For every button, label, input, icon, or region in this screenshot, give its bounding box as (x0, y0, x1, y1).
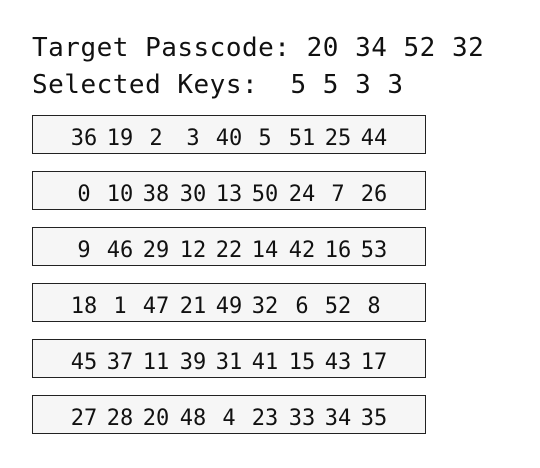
key[interactable]: 29 (142, 238, 170, 263)
key[interactable]: 32 (251, 294, 279, 319)
key[interactable]: 47 (142, 294, 170, 319)
key[interactable]: 18 (70, 294, 98, 319)
key[interactable]: 5 (258, 126, 272, 151)
key[interactable]: 35 (360, 406, 388, 431)
key[interactable]: 49 (215, 294, 243, 319)
selected-keys-values: 5 5 3 3 (290, 70, 404, 100)
selected-keys-label: Selected Keys: (32, 70, 259, 100)
key[interactable]: 17 (360, 350, 388, 375)
key[interactable]: 6 (295, 294, 309, 319)
key[interactable]: 1 (113, 294, 127, 319)
key[interactable]: 25 (324, 126, 352, 151)
key-panel-6[interactable]: 27 28 20 48 4 23 33 34 35 (32, 395, 426, 434)
key[interactable]: 43 (324, 350, 352, 375)
key[interactable]: 16 (324, 238, 352, 263)
key[interactable]: 21 (179, 294, 207, 319)
key-panel-2[interactable]: 0 10 38 30 13 50 24 7 26 (32, 171, 426, 210)
key[interactable]: 20 (142, 406, 170, 431)
key[interactable]: 33 (288, 406, 316, 431)
key[interactable]: 42 (288, 238, 316, 263)
key[interactable]: 4 (222, 406, 236, 431)
key[interactable]: 44 (360, 126, 388, 151)
key[interactable]: 26 (360, 182, 388, 207)
key[interactable]: 3 (186, 126, 200, 151)
key[interactable]: 45 (70, 350, 98, 375)
key[interactable]: 39 (179, 350, 207, 375)
key[interactable]: 50 (251, 182, 279, 207)
key[interactable]: 52 (324, 294, 352, 319)
key[interactable]: 48 (179, 406, 207, 431)
target-passcode-label: Target Passcode: (32, 33, 291, 63)
key[interactable]: 51 (288, 126, 316, 151)
key[interactable]: 15 (288, 350, 316, 375)
selected-keys-line: Selected Keys: 5 5 3 3 (32, 70, 404, 100)
key[interactable]: 9 (77, 238, 91, 263)
key[interactable]: 27 (70, 406, 98, 431)
key[interactable]: 11 (142, 350, 170, 375)
key[interactable]: 31 (215, 350, 243, 375)
key[interactable]: 34 (324, 406, 352, 431)
key[interactable]: 10 (106, 182, 134, 207)
key-panel-1[interactable]: 36 19 2 3 40 5 51 25 44 (32, 115, 426, 154)
target-passcode-values: 20 34 52 32 (306, 33, 485, 63)
key[interactable]: 13 (215, 182, 243, 207)
key[interactable]: 28 (106, 406, 134, 431)
key[interactable]: 36 (70, 126, 98, 151)
key[interactable]: 12 (179, 238, 207, 263)
key[interactable]: 8 (367, 294, 381, 319)
key[interactable]: 2 (149, 126, 163, 151)
key[interactable]: 19 (106, 126, 134, 151)
key[interactable]: 24 (288, 182, 316, 207)
key[interactable]: 38 (142, 182, 170, 207)
key[interactable]: 53 (360, 238, 388, 263)
key[interactable]: 41 (251, 350, 279, 375)
key[interactable]: 0 (77, 182, 91, 207)
key-panel-3[interactable]: 9 46 29 12 22 14 42 16 53 (32, 227, 426, 266)
key[interactable]: 23 (251, 406, 279, 431)
key[interactable]: 30 (179, 182, 207, 207)
key-panel-5[interactable]: 45 37 11 39 31 41 15 43 17 (32, 339, 426, 378)
key-panel-4[interactable]: 18 1 47 21 49 32 6 52 8 (32, 283, 426, 322)
key[interactable]: 40 (215, 126, 243, 151)
key[interactable]: 46 (106, 238, 134, 263)
key[interactable]: 14 (251, 238, 279, 263)
key[interactable]: 22 (215, 238, 243, 263)
key[interactable]: 7 (331, 182, 345, 207)
key[interactable]: 37 (106, 350, 134, 375)
target-passcode-line: Target Passcode: 20 34 52 32 (32, 33, 484, 63)
